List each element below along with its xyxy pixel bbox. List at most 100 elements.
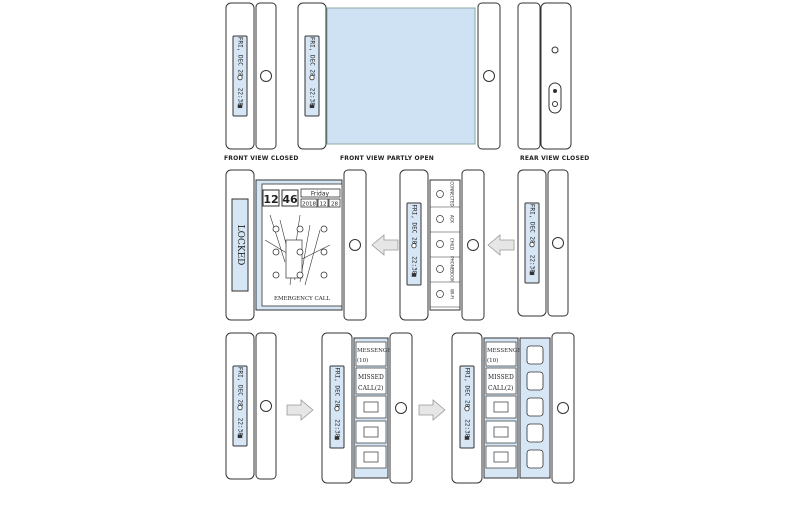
battery-icon: [464, 436, 470, 440]
time-label: 22:38: [334, 419, 341, 437]
mail-icon: [363, 401, 379, 413]
missed-call-label: MISSED: [358, 374, 384, 381]
pattern-dot: [272, 271, 280, 279]
status-dot-icon: [334, 406, 340, 412]
missed-call-count: CALL(2): [358, 385, 383, 392]
caption-front-partly-open: FRONT VIEW PARTLY OPEN: [340, 155, 434, 162]
home-button: [483, 70, 495, 82]
arrow-shape: [286, 399, 314, 421]
emergency-call-label: EMERGENCY CALL: [274, 296, 330, 302]
timer-icon: [526, 397, 544, 417]
status-dot-icon: [237, 75, 243, 81]
battery-icon: [334, 436, 340, 440]
lock-screen-strip: [231, 198, 249, 292]
mail-edit-icon: [363, 426, 379, 438]
unlock-pattern: [272, 225, 328, 279]
caption-rear-closed: REAR VIEW CLOSED: [520, 155, 590, 162]
date-label: FRI, DEC 28: [464, 367, 471, 407]
home-button: [395, 402, 407, 414]
mute-icon: [436, 190, 444, 198]
setting-label-3: PHONEBOOK: [450, 256, 455, 282]
quick-settings-device: FRI, DEC 2822:38CONNECTEDACKCHILDPHONEBO…: [399, 169, 485, 321]
arrow-left-2: [487, 234, 515, 256]
home-button: [260, 70, 272, 82]
apps-device: FRI, DEC 28 22:38 MESSENGER (10) MISSED CALL(…: [451, 332, 575, 484]
date-label: FRI, DEC 28: [237, 37, 244, 77]
status-strip: FRI, DEC 28 22:38: [459, 365, 475, 449]
rear-sensor-icon: [551, 46, 559, 54]
setting-label-2: CHILD: [450, 238, 455, 250]
month-label: 12: [320, 202, 327, 208]
status-dot-icon: [411, 243, 417, 249]
status-strip: FRI, DEC 28 22:38: [329, 365, 345, 449]
chat-icon: [436, 240, 444, 248]
setting-label-0: CONNECTED: [450, 181, 455, 206]
messenger-count: (10): [487, 357, 498, 364]
status-strip: FRI, DEC 28 22:38: [524, 202, 540, 284]
status-strip: FRI, DEC 28 22:38: [232, 35, 248, 117]
year-label: 2018: [302, 202, 316, 208]
home-button: [557, 402, 569, 414]
setting-label-4: WI-FI: [450, 289, 455, 299]
date-label: FRI, DEC 28: [309, 37, 316, 77]
time-label: 22:38: [411, 256, 418, 274]
battery-icon: [411, 273, 417, 277]
battery-icon: [237, 434, 243, 439]
arrow-shape: [371, 234, 399, 256]
missed-call-count: CALL(2): [488, 385, 513, 392]
calendar-icon: [493, 451, 509, 463]
notifications-device: FRI, DEC 2822:38MESSENGER(10)MISSEDCALL(…: [321, 332, 413, 484]
pattern-dot: [296, 271, 304, 279]
arrow-left-1: [371, 234, 399, 256]
date-label: FRI, DEC 28: [411, 204, 418, 244]
missed-call-card: [485, 367, 517, 395]
running-icon: [526, 423, 544, 443]
battery-icon: [529, 271, 535, 276]
time-label: 22:38: [529, 255, 536, 273]
minute-box: [281, 189, 299, 207]
folder-icon: [436, 265, 444, 273]
mail-icon: [493, 401, 509, 413]
caption-front-closed: FRONT VIEW CLOSED: [224, 155, 299, 162]
missed-call-label: MISSED: [488, 374, 514, 381]
messenger-label: MESSENGER: [487, 348, 526, 354]
pattern-dot: [296, 248, 304, 256]
pattern-dot: [320, 225, 328, 233]
pattern-dot: [272, 225, 280, 233]
weekday-box: [300, 188, 341, 198]
extended-screen: [326, 7, 476, 145]
pattern-dot: [296, 225, 304, 233]
lock-label: LOCKED: [235, 225, 245, 266]
talk-icon: [526, 371, 544, 391]
rear-camera-module: [548, 82, 562, 114]
settings-panel: [429, 179, 461, 311]
time-label: 22:38: [464, 419, 471, 437]
pattern-dot: [320, 248, 328, 256]
rear-view-closed: [517, 2, 572, 150]
time-label: 22:38: [237, 418, 244, 436]
flash-icon: [552, 101, 558, 107]
mail-edit-icon: [493, 426, 509, 438]
home-button: [349, 239, 361, 251]
time-label: 22:38: [237, 88, 244, 106]
home-button: [467, 239, 479, 251]
messenger-card: [485, 341, 517, 367]
missed-call-card: [355, 367, 387, 395]
pattern-dot: [320, 271, 328, 279]
phone-icon: [436, 215, 444, 223]
status-strip: FRI, DEC 28 22:38: [406, 202, 422, 286]
arrow-right-2: [418, 399, 446, 421]
year-box: [300, 198, 318, 208]
right-panel: [540, 2, 572, 150]
weekday-label: Friday: [311, 191, 330, 198]
date-label: FRI, DEC 28: [334, 367, 341, 407]
minute-label: 46: [282, 193, 298, 206]
date-label: FRI, DEC 28: [529, 204, 536, 244]
status-dot-icon: [529, 242, 535, 248]
arrow-right-1: [286, 399, 314, 421]
camera-icon: [526, 449, 544, 469]
